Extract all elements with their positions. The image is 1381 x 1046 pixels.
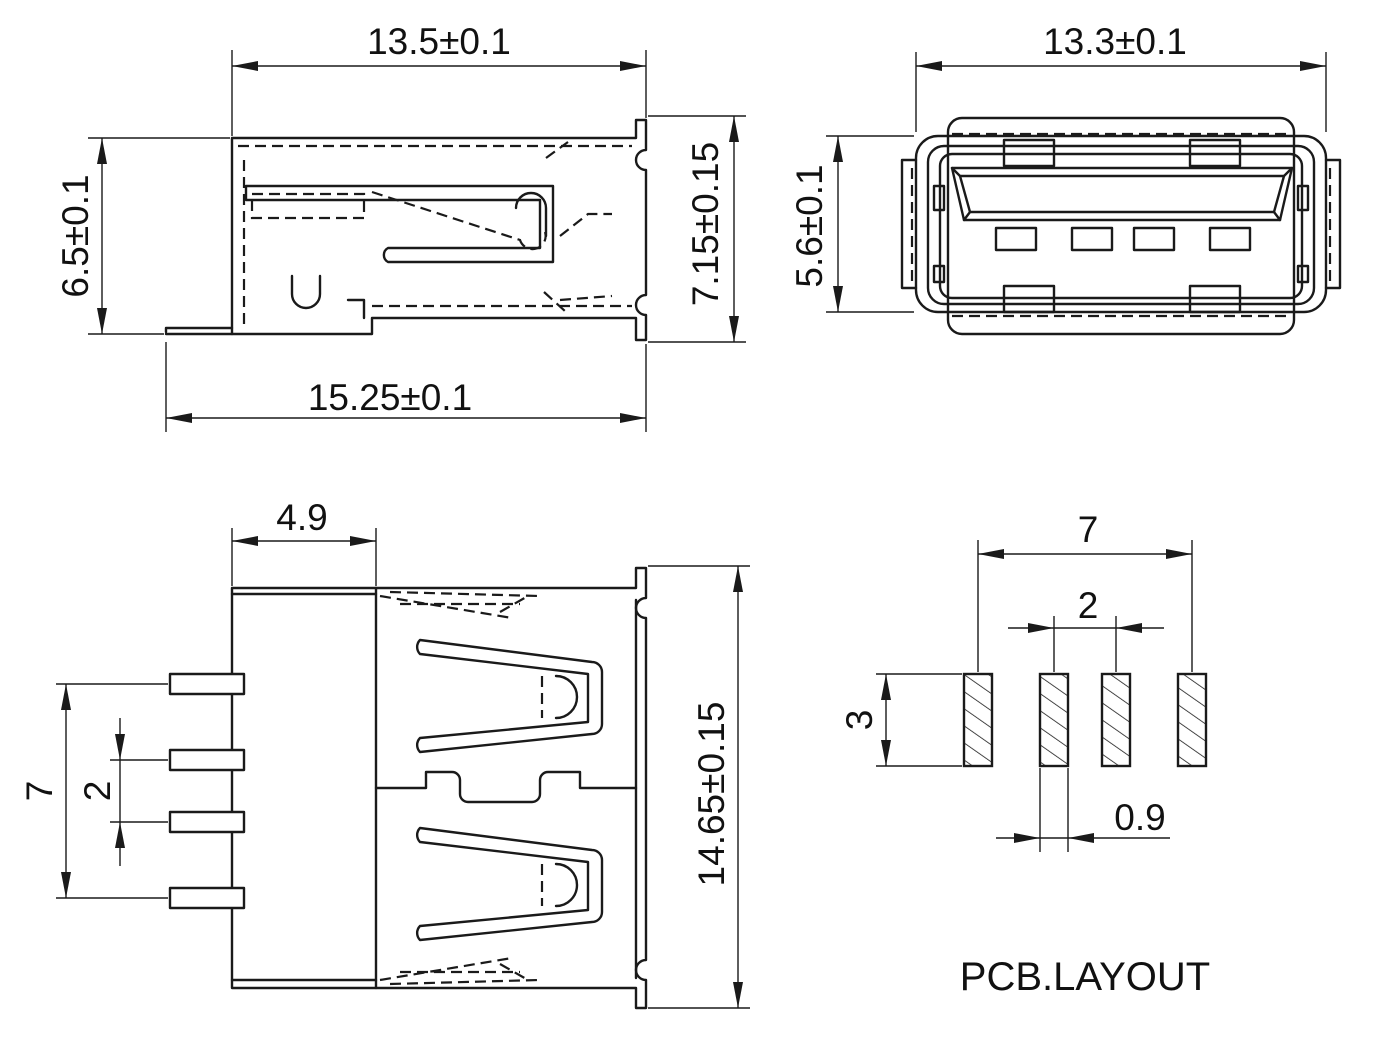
pcb-pad-2 (1038, 672, 1070, 768)
dim-pcb-pad-length: 3 (839, 710, 880, 731)
dim-pcb-outer-pitch: 7 (1078, 509, 1099, 550)
dim-top-length: 14.65±0.15 (691, 702, 732, 887)
side-view: 13.5±0.1 6.5±0.1 7.15±0.15 15.25±0.1 (55, 21, 746, 432)
dim-front-width-top: 13.3±0.1 (1043, 21, 1187, 62)
dim-side-width-top: 13.5±0.1 (367, 21, 511, 62)
front-view: 13.3±0.1 5.6±0.1 (789, 21, 1342, 336)
dim-top-pin-offset: 4.9 (276, 497, 327, 538)
dim-top-outer-pitch: 7 (19, 781, 60, 802)
pcb-layout: 7 2 3 0.9 PCB.LAYOUT (839, 509, 1210, 999)
dim-side-height-left: 6.5±0.1 (55, 174, 96, 297)
dim-front-height-left: 5.6±0.1 (789, 164, 830, 287)
pcb-layout-title: PCB.LAYOUT (960, 955, 1210, 999)
dim-top-inner-pitch: 2 (77, 781, 118, 802)
pcb-pad-3 (1100, 672, 1132, 768)
pcb-pad-1 (962, 672, 994, 768)
pcb-pad-4 (1176, 672, 1208, 768)
top-view: 4.9 7 2 14.65±0.15 (19, 497, 750, 1010)
dim-side-width-bottom: 15.25±0.1 (308, 377, 472, 418)
dim-pcb-pad-width: 0.9 (1114, 797, 1165, 838)
dim-pcb-inner-pitch: 2 (1078, 585, 1099, 626)
dim-side-height-right: 7.15±0.15 (685, 142, 726, 306)
